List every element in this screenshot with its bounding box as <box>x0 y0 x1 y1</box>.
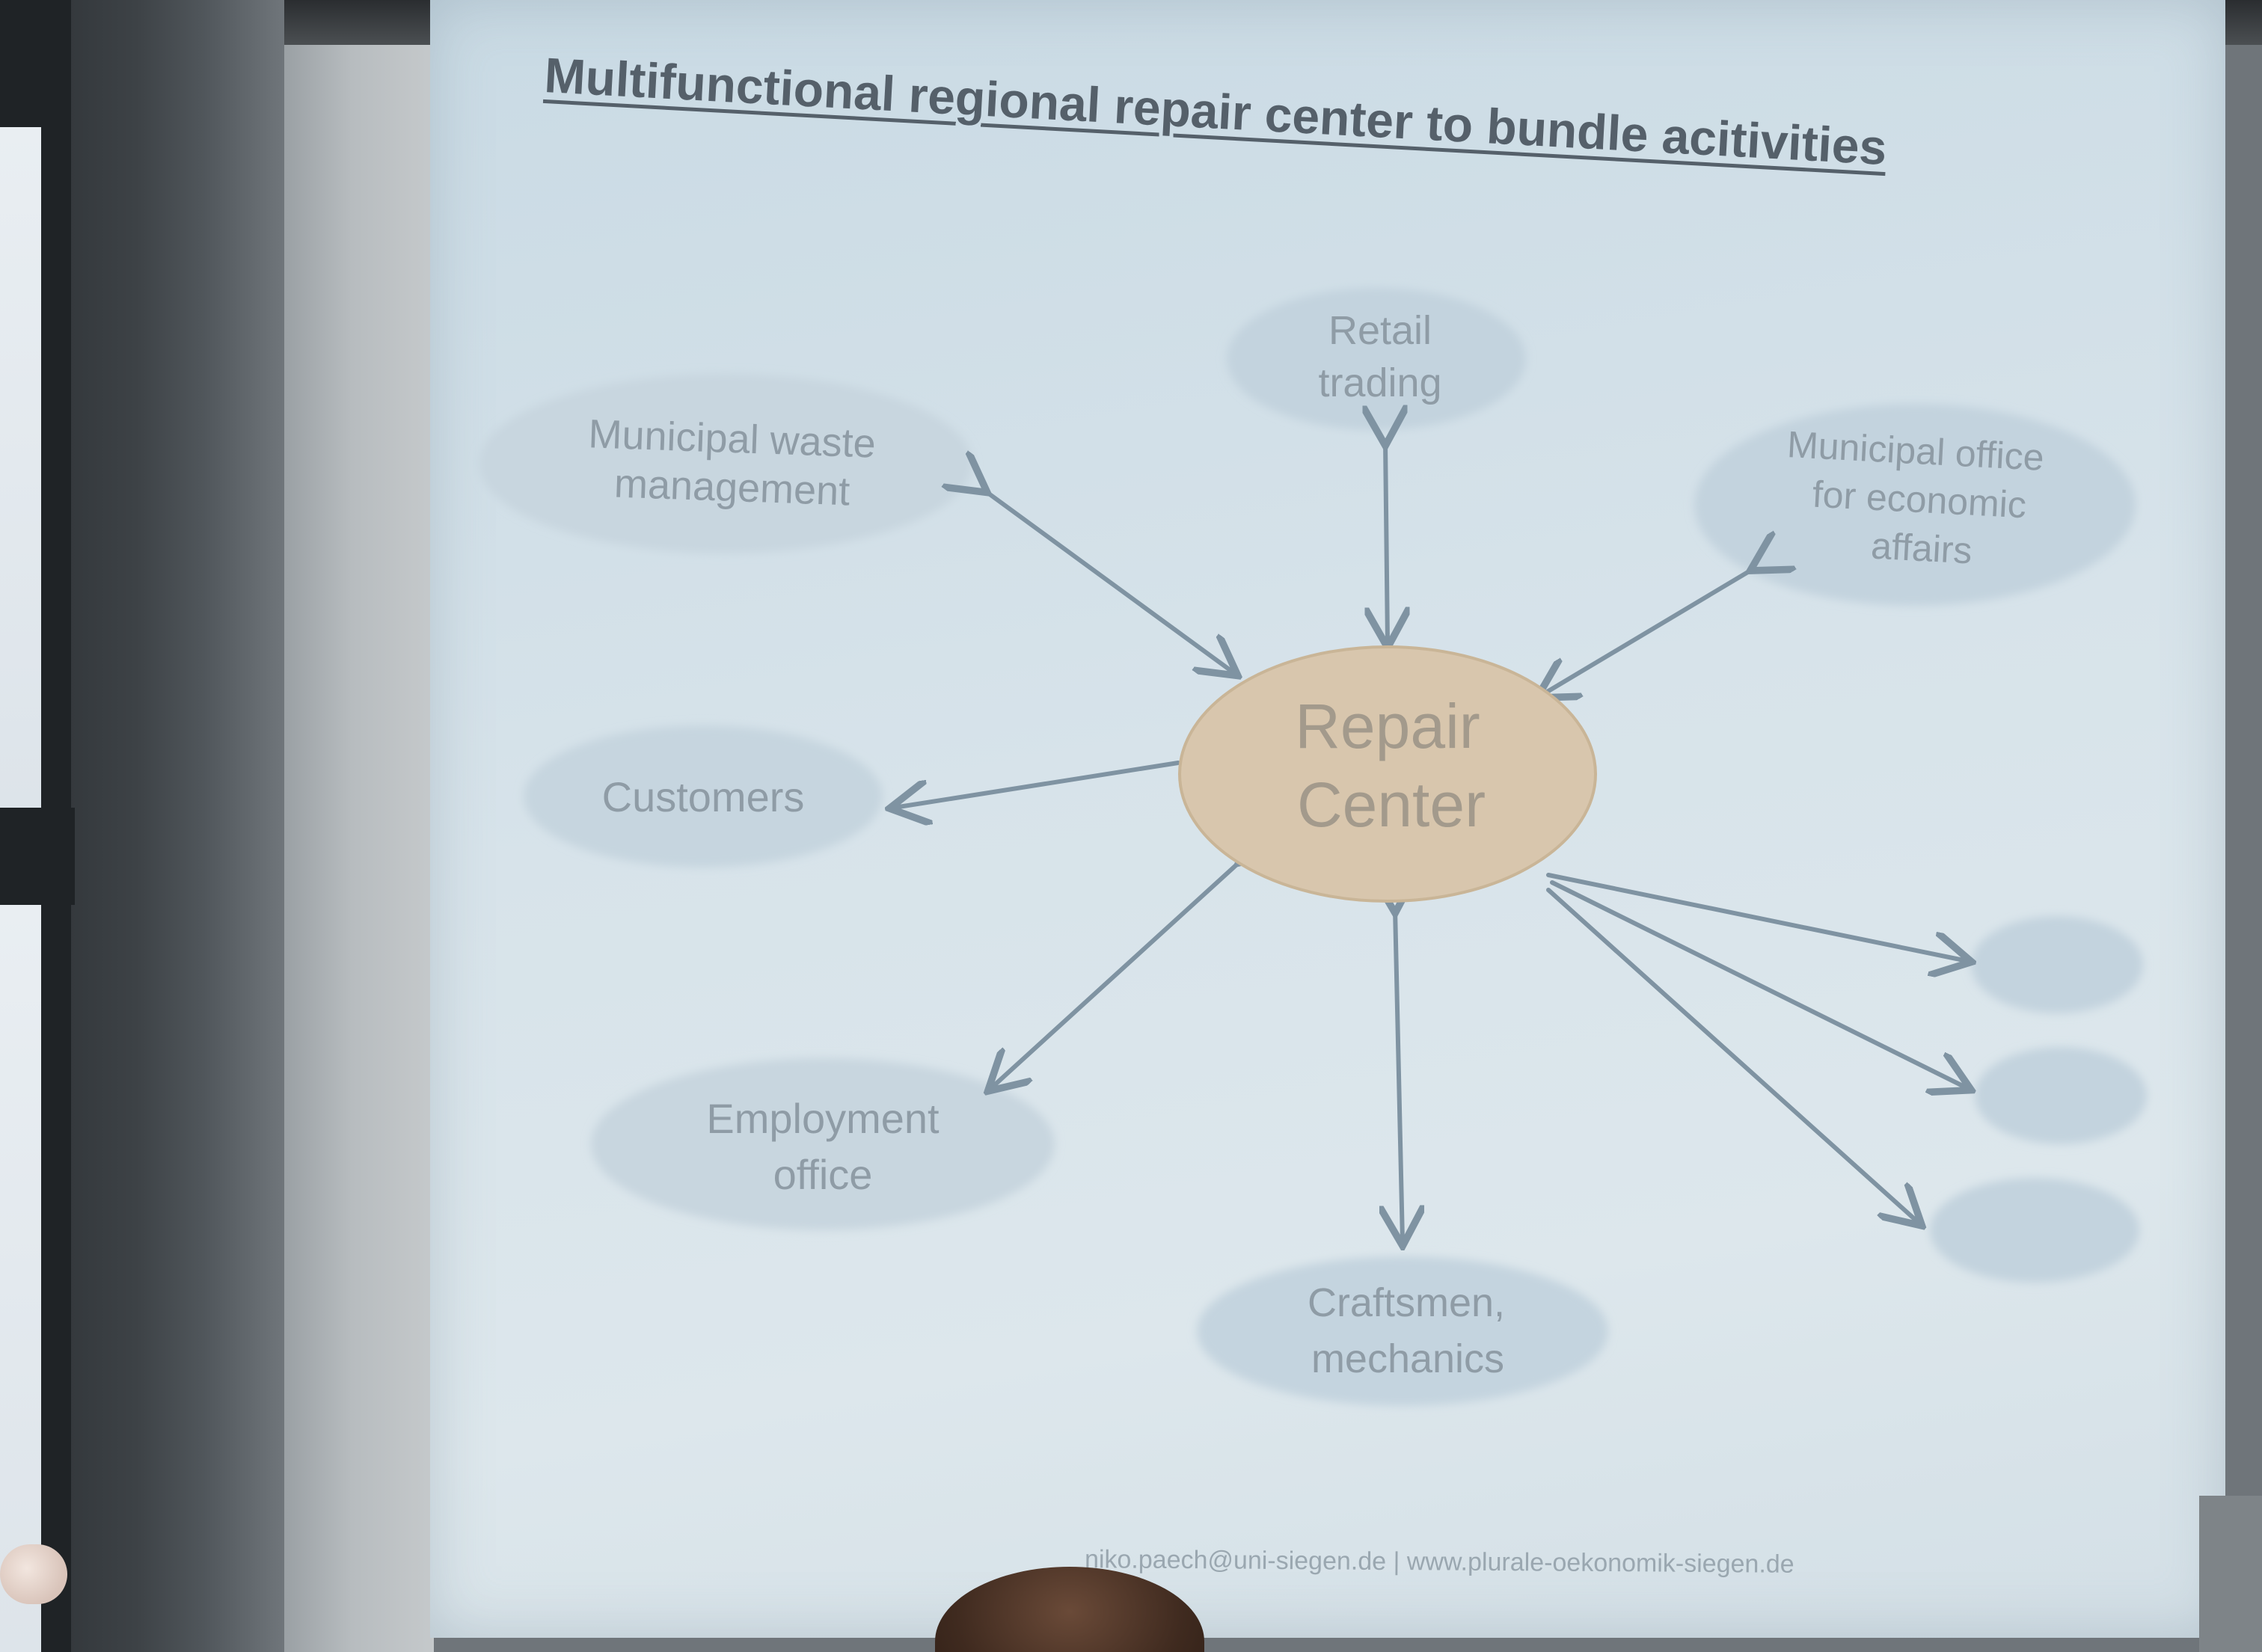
arrow-craftsmen <box>1395 909 1403 1241</box>
node-customers <box>524 725 883 868</box>
wall <box>284 0 434 1652</box>
node-municipal-waste <box>479 374 972 553</box>
retail-label-line2: trading <box>1318 360 1441 405</box>
arrow-unlabeled-3 <box>1546 888 1919 1223</box>
craftsmen-label-line2: mechanics <box>1311 1336 1504 1381</box>
node-unlabeled-1 <box>1971 916 2143 1013</box>
arrow-employment <box>991 860 1242 1088</box>
hand <box>0 1544 67 1604</box>
node-employment-office <box>591 1058 1055 1230</box>
customers-label: Customers <box>602 773 805 820</box>
arrow-retail <box>1385 441 1388 643</box>
window-frame-top <box>0 0 71 127</box>
employment-label-line2: office <box>773 1151 873 1198</box>
retail-label-line1: Retail <box>1328 308 1432 353</box>
node-repair-center <box>1178 645 1597 903</box>
screen-edge <box>2199 1496 2262 1652</box>
waste-label-line1: Municipal waste <box>588 411 877 466</box>
node-municipal-office <box>1694 404 2136 606</box>
employment-label-line1: Employment <box>706 1095 940 1142</box>
craftsmen-label-line1: Craftsmen, <box>1308 1280 1505 1325</box>
municipal-office-label-line3: affairs <box>1870 525 1973 572</box>
slide-footer: niko.paech@uni-siegen.de | www.plurale-o… <box>1084 1545 1794 1579</box>
repair-center-label-line1: Repair <box>1295 691 1480 761</box>
arrow-customers <box>894 761 1180 808</box>
repair-center-label-line2: Center <box>1297 770 1486 840</box>
waste-label-line2: management <box>613 461 850 515</box>
node-unlabeled-3 <box>1930 1178 2139 1283</box>
node-unlabeled-2 <box>1975 1047 2147 1144</box>
arrow-unlabeled-2 <box>1550 880 1967 1088</box>
window-pane-upper <box>0 127 41 808</box>
arrow-municipal-office <box>1541 568 1754 696</box>
node-retail-trading <box>1227 288 1526 430</box>
arrow-unlabeled-1 <box>1546 873 1967 961</box>
node-craftsmen <box>1197 1256 1608 1406</box>
window-frame-horizontal <box>0 808 75 905</box>
arrow-waste <box>984 490 1234 673</box>
